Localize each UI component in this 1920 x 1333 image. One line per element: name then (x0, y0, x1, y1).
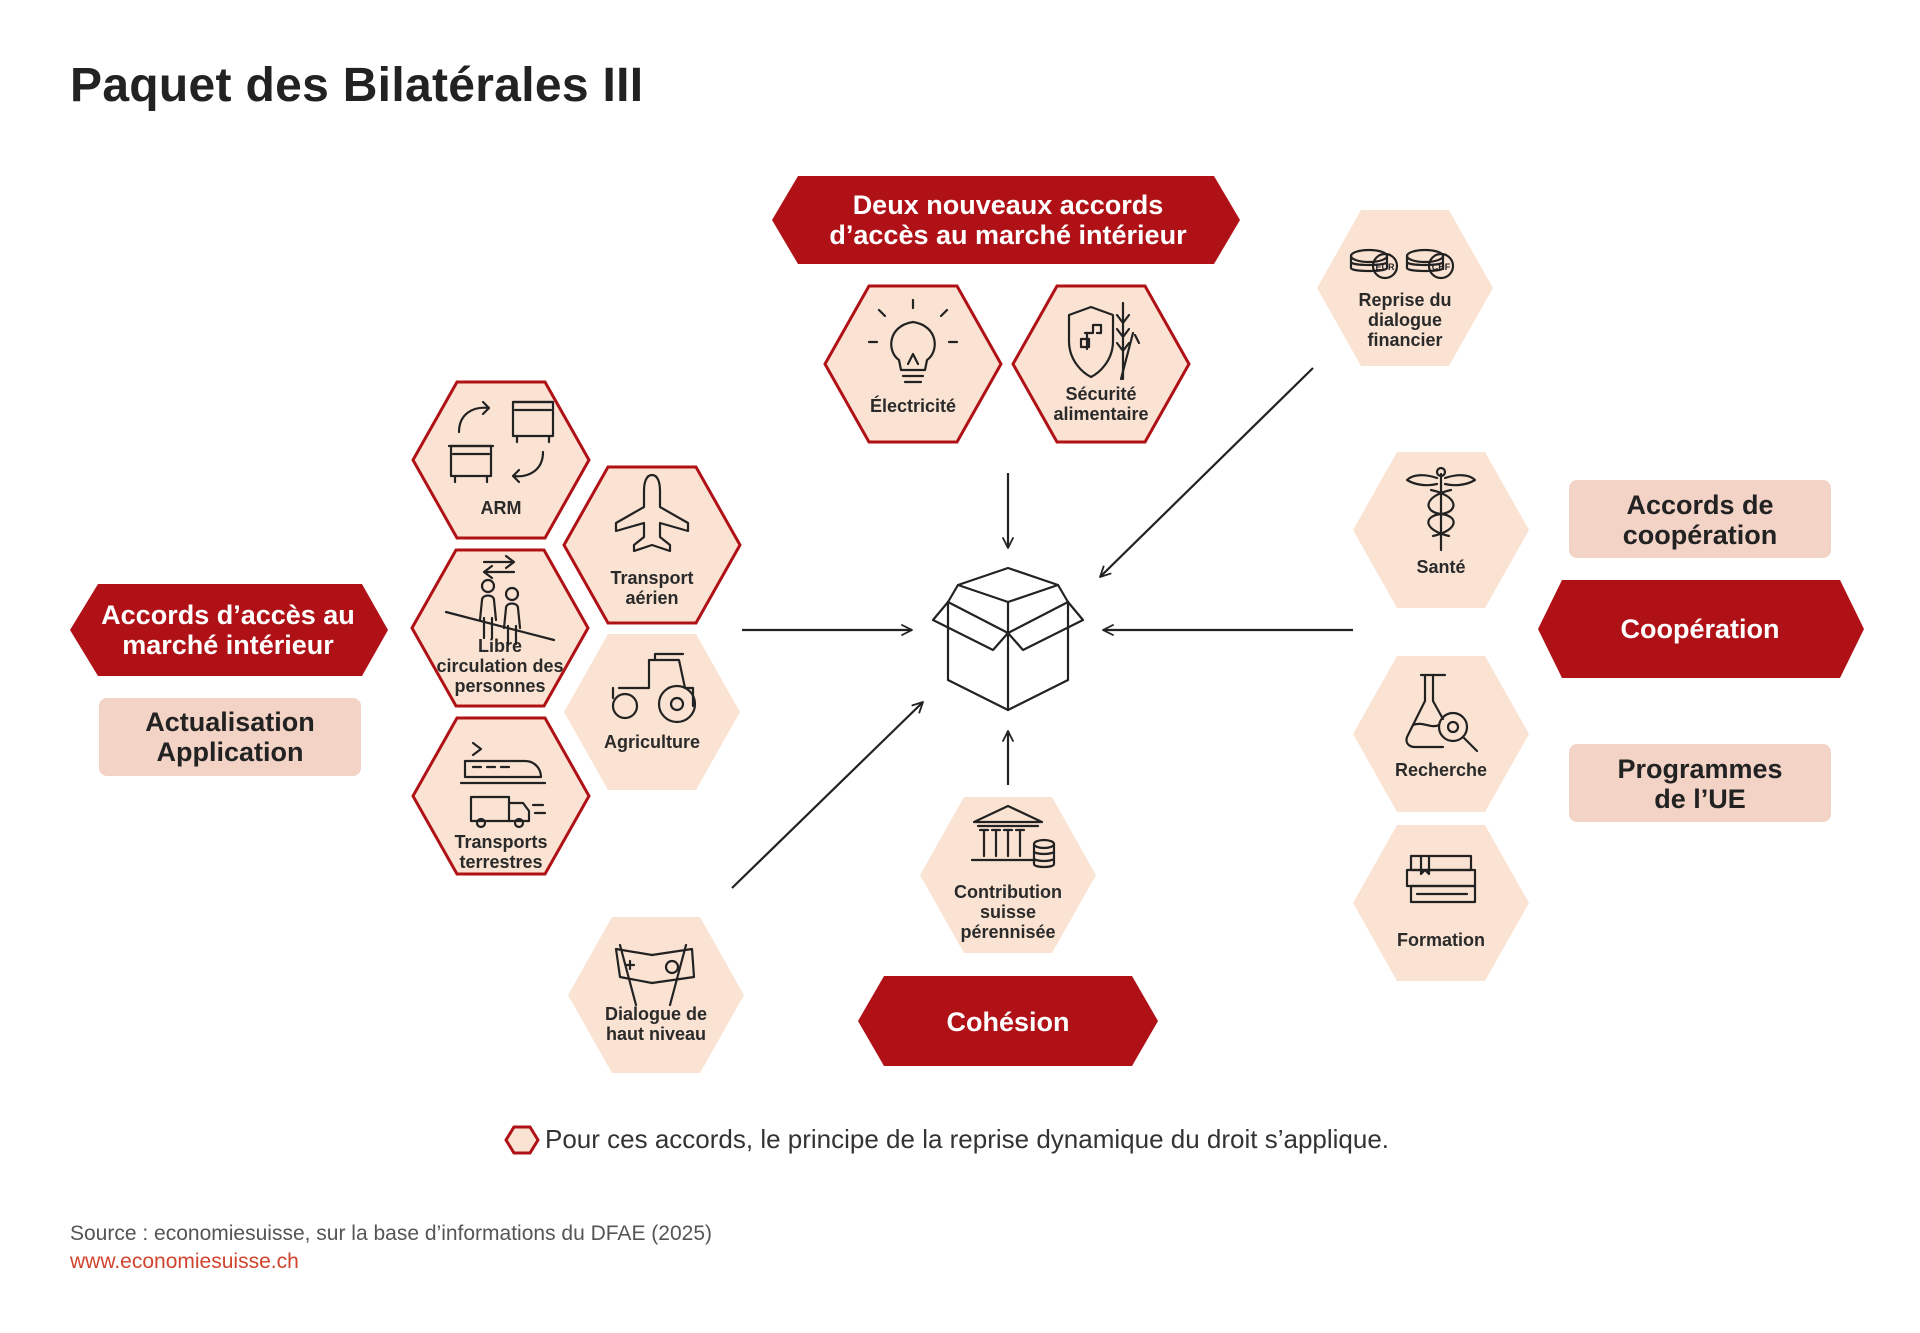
hexagon-outline-icon (504, 1125, 540, 1155)
shield-wheat-icon (1067, 301, 1141, 381)
hexagon-electricite: Électricité (823, 284, 1003, 444)
coin-label-eur: EUR (1375, 262, 1395, 272)
banner-cohesion-label: Cohésion (946, 1007, 1069, 1037)
hexagon-shape (1317, 210, 1493, 366)
coin-label-chf: CHF (1432, 262, 1451, 272)
page-title: Paquet des Bilatérales III (70, 59, 644, 112)
source-url: www.economiesuisse.ch (70, 1250, 299, 1273)
hexagon-arm: ARM (411, 380, 591, 540)
box-programmes-line2: de l’UE (1654, 784, 1746, 814)
arrow-bottom-left (731, 701, 924, 889)
tractor-icon (611, 652, 697, 724)
hexagon-agriculture: Agriculture (564, 634, 740, 790)
banner-left-line1: Accords d’accès au (101, 600, 355, 630)
hexagon-label: Santé (1416, 557, 1465, 577)
coins-eur-chf-icon: EUR CHF (1349, 248, 1455, 280)
hexagon-label: dialogue (1368, 310, 1442, 330)
banner-cohesion: Cohésion (858, 976, 1158, 1066)
hexagon-label: ARM (481, 498, 522, 518)
banner-cooperation-label: Coopération (1621, 614, 1780, 644)
banner-left-line2: marché intérieur (122, 630, 334, 660)
crossed-flags-icon (614, 943, 696, 1007)
hexagon-label: terrestres (459, 852, 542, 872)
banner-top-line1: Deux nouveaux accords (853, 190, 1164, 220)
banner-left: Accords d’accès au marché intérieur (70, 584, 388, 676)
hexagon-label: Électricité (870, 395, 956, 416)
airplane-icon (614, 473, 690, 553)
box-programmes: Programmes de l’UE (1569, 744, 1831, 822)
hexagon-label: Dialogue de (605, 1004, 707, 1024)
hexagon-shape (410, 548, 590, 708)
hexagon-label: Reprise du (1358, 290, 1451, 310)
market-stalls-exchange-icon (447, 400, 555, 484)
flask-magnifier-icon (1405, 673, 1479, 753)
hexagon-shape (920, 797, 1096, 953)
banner-top-line2: d’accès au marché intérieur (829, 220, 1187, 250)
train-truck-icon (459, 741, 547, 829)
box-accords-cooperation-line2: coopération (1623, 520, 1778, 550)
box-actualisation: Actualisation Application (99, 698, 361, 776)
hexagon-label: Transport (610, 568, 693, 588)
box-programmes-line1: Programmes (1617, 754, 1782, 784)
hexagon-label: personnes (454, 676, 545, 696)
people-crossing-border-icon (444, 554, 556, 646)
box-actualisation-line2: Application (157, 737, 304, 767)
banner-cooperation: Coopération (1538, 580, 1864, 678)
hexagon-label: Libre (478, 636, 522, 656)
hexagon-label: financier (1367, 330, 1442, 350)
open-box-icon (931, 566, 1085, 712)
hexagon-label: Agriculture (604, 732, 700, 752)
hexagon-label: suisse (980, 902, 1036, 922)
banner-top: Deux nouveaux accords d’accès au marché … (772, 176, 1240, 264)
source-text: Source : economiesuisse, sur la base d’i… (70, 1222, 712, 1245)
legend-text: Pour ces accords, le principe de la repr… (545, 1124, 1390, 1154)
bank-coins-icon (970, 804, 1056, 869)
caduceus-icon (1405, 466, 1477, 552)
hexagon-label: circulation des (436, 656, 563, 676)
hexagon-shape (564, 634, 740, 790)
hexagon-shape (568, 917, 744, 1073)
lightbulb-icon (867, 298, 959, 384)
hexagon-label: alimentaire (1053, 404, 1148, 424)
hexagon-shape (1011, 284, 1191, 444)
hexagon-label: Contribution (954, 882, 1062, 902)
books-icon (1405, 854, 1477, 904)
box-accords-cooperation: Accords de coopération (1569, 480, 1831, 558)
arrows (731, 367, 1353, 889)
arrow-top-right (1099, 367, 1314, 578)
hexagon-label: pérennisée (960, 922, 1055, 942)
hexagon-label: haut niveau (606, 1024, 706, 1044)
hexagon-label: aérien (625, 588, 678, 608)
box-accords-cooperation-line1: Accords de (1626, 490, 1773, 520)
hexagon-label: Recherche (1395, 760, 1487, 780)
hexagon-label: Formation (1397, 930, 1485, 950)
hexagon-label: Transports (454, 832, 547, 852)
box-actualisation-line1: Actualisation (145, 707, 315, 737)
hexagon-shape (823, 284, 1003, 444)
hexagon-shape (411, 380, 591, 540)
hexagon-label: Sécurité (1065, 384, 1136, 404)
